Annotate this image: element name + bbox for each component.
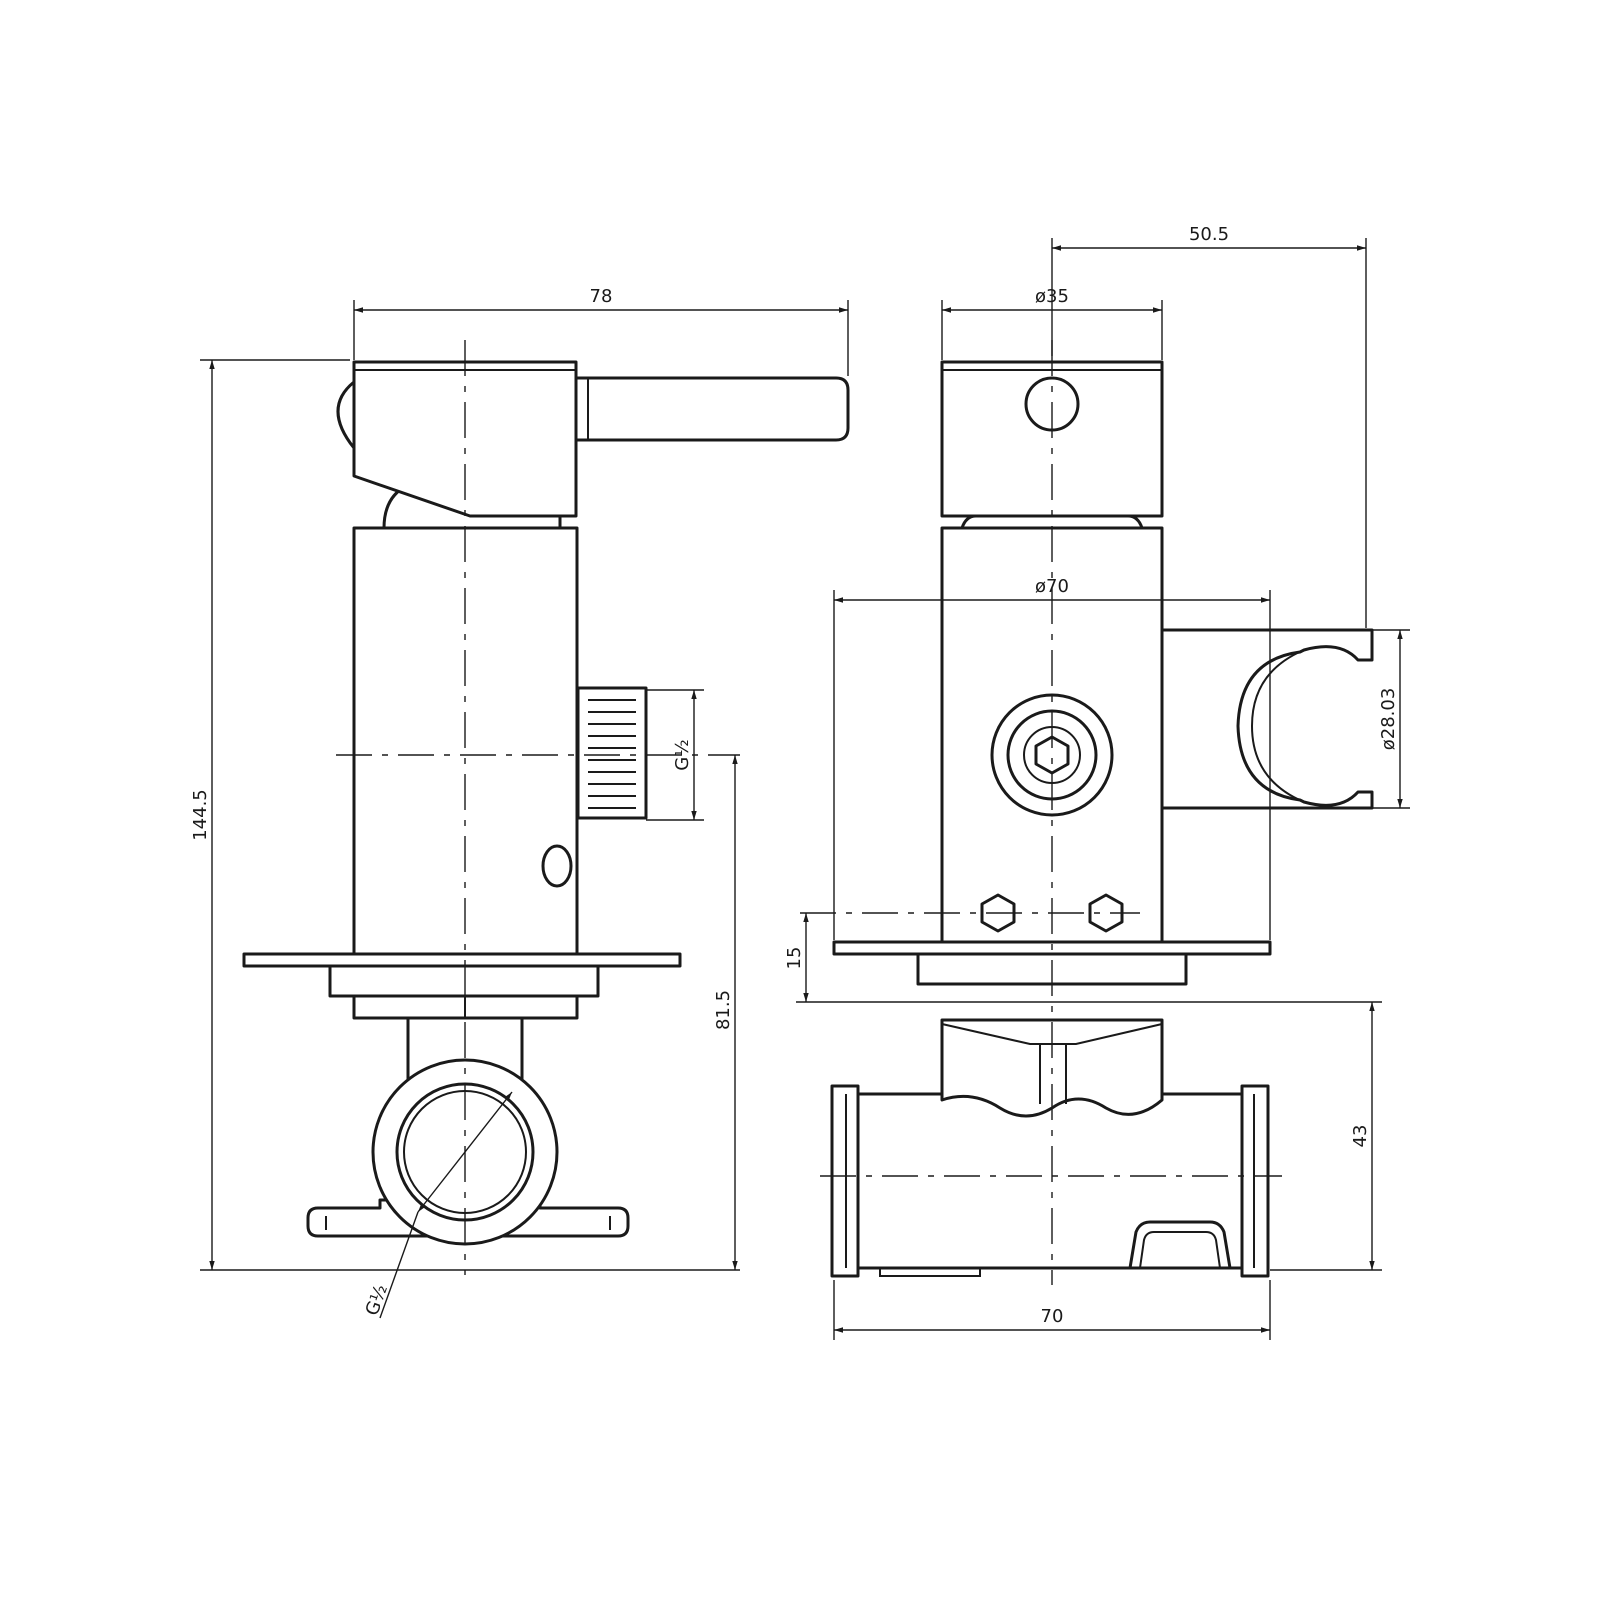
front-lower-body-bottom-port-inner <box>1139 1231 1221 1269</box>
dim-inlet-leader <box>379 1211 419 1319</box>
front-lower-body-bottom-port <box>1128 1220 1232 1270</box>
dim-height-total: 144.5 <box>190 789 211 841</box>
dim-inlet-line <box>417 1091 513 1213</box>
dim-flange-depth: 15 <box>784 947 805 970</box>
side-outlet-fitting <box>576 686 648 820</box>
side-view: 78 144.5 81.5 G½ G½ <box>190 286 850 1319</box>
side-body-set-screw <box>541 844 573 888</box>
front-outlet-hex <box>1034 735 1070 775</box>
dim-flange-diameter: ø70 <box>1035 576 1069 597</box>
front-lower-body-bottom-tab <box>879 1268 981 1277</box>
side-mount-plate <box>328 964 600 998</box>
dim-outlet-thread: G½ <box>672 739 693 770</box>
front-holder-cup <box>1250 649 1372 803</box>
side-flange <box>242 952 682 968</box>
side-handle-head <box>352 360 578 518</box>
front-mounting-screw-right <box>1088 893 1124 933</box>
dim-handle-diameter: ø35 <box>1035 286 1069 307</box>
side-handle-knob <box>336 380 356 450</box>
side-outlet-thread <box>588 699 636 809</box>
dim-body-width: 70 <box>1041 1306 1064 1327</box>
dim-height-outlet: 81.5 <box>713 990 734 1030</box>
dim-body-depth: 43 <box>1350 1125 1371 1148</box>
dim-inlet-thread: G½ <box>362 1282 392 1319</box>
dim-width-top: 78 <box>590 286 613 307</box>
front-hex-nut-face <box>941 1023 1163 1045</box>
dim-offset-holder: 50.5 <box>1189 224 1229 245</box>
front-view: 50.5 ø35 ø70 ø28.03 15 43 70 <box>784 224 1410 1340</box>
side-handle-lever <box>574 376 850 442</box>
front-handle-neck <box>960 514 1144 530</box>
dim-holder-diameter: ø28.03 <box>1378 688 1399 751</box>
